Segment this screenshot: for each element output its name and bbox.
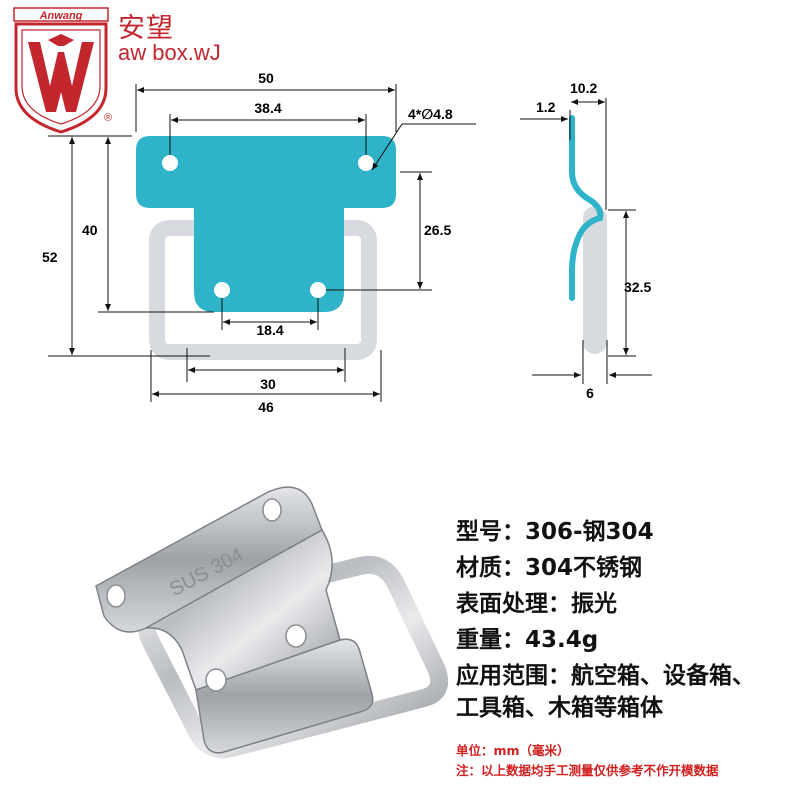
dim-ring-inner-width: 30 (260, 376, 276, 392)
dim-ring-thickness: 6 (586, 385, 594, 401)
photo-hole (285, 624, 307, 648)
logo-w-shape (28, 42, 94, 112)
logo-label: Anwang (39, 10, 83, 22)
mounting-plate (136, 136, 396, 312)
brand-name-cn: 安望 (118, 13, 174, 44)
product-photo: SUS 304 (95, 486, 448, 759)
dim-ring-outer-width: 46 (258, 399, 274, 415)
brand-name-en: aw box.wJ (118, 40, 221, 65)
dim-height-right: 26.5 (424, 222, 451, 238)
dim-hole-spec: 4*∅4.8 (408, 106, 453, 122)
logo-a-shape (48, 34, 74, 46)
mounting-hole (162, 155, 178, 171)
mounting-hole (358, 155, 374, 171)
mounting-hole (214, 282, 230, 298)
side-view: 1.2 10.2 32.5 6 (520, 80, 652, 401)
dim-hole-pitch-top: 38.4 (254, 100, 281, 116)
spec-application: 应用范围：航空箱、设备箱、 (456, 663, 755, 689)
brand-logo: Anwang ® (13, 7, 112, 134)
photo-body (145, 528, 341, 691)
spec-application-cont: 工具箱、木箱等箱体 (456, 695, 663, 721)
spec-material: 材质：304不锈钢 (456, 555, 643, 581)
side-plate (569, 115, 604, 301)
front-view: 50 38.4 4*∅4.8 52 40 26.5 18.4 (42, 70, 476, 415)
dim-height-inner: 40 (82, 222, 98, 238)
side-ring (583, 206, 607, 354)
dim-plate-thickness: 1.2 (536, 99, 556, 115)
photo-hole (205, 668, 227, 692)
spec-finish: 表面处理：振光 (456, 591, 617, 617)
photo-hole (262, 498, 282, 522)
registered-mark: ® (104, 112, 112, 124)
dim-ring-height: 32.5 (624, 279, 651, 295)
dim-depth: 10.2 (570, 80, 597, 96)
spec-weight: 重量：43.4g (456, 627, 599, 653)
mounting-hole (310, 282, 326, 298)
spec-model: 型号：306-钢304 (456, 519, 654, 545)
photo-hole (106, 584, 126, 608)
dim-height-total: 52 (42, 249, 58, 265)
unit-note: 单位：mm（毫米） (456, 743, 570, 758)
disclaimer-note: 注：以上数据均手工测量仅供参考不作开模数据 (456, 763, 719, 778)
dim-top-width: 50 (258, 70, 274, 86)
dim-hole-pitch-bottom: 18.4 (256, 322, 283, 338)
photo-tab (195, 638, 374, 754)
